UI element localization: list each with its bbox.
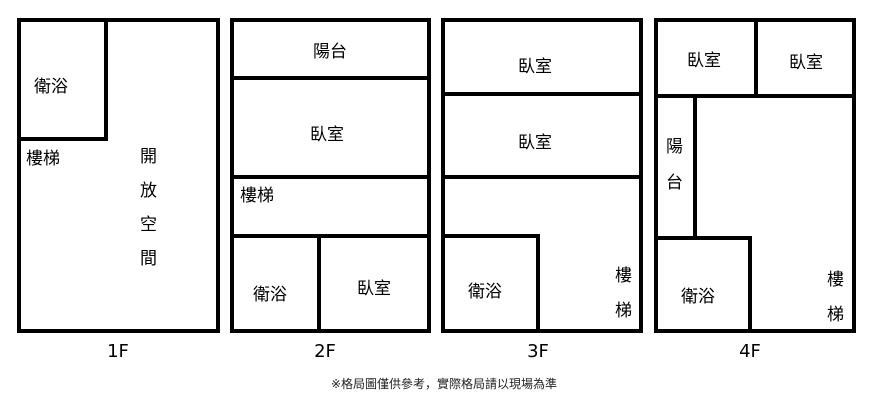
floor-4f-bedroom-a-label: 臥室 <box>687 51 721 71</box>
floor-4f-balcony-char-1: 陽 <box>666 137 683 157</box>
floor-4f-bedroom-b-label: 臥室 <box>789 53 823 73</box>
floor-3f-stairs-char-1: 樓 <box>615 266 632 286</box>
floor-1f-plan: 衛浴 樓梯 開 放 空 間 <box>17 18 220 333</box>
disclaimer-footnote: ※格局圖僅供參考，實際格局請以現場為準 <box>331 376 557 391</box>
floor-4f-plan: 臥室 臥室 陽 台 衛浴 樓 梯 <box>654 18 856 333</box>
floor-2f-label: 2F <box>314 341 336 362</box>
floor-3f-stairs-char-2: 梯 <box>615 301 632 321</box>
floor-1f-open-space-char-2: 放 <box>140 181 157 201</box>
floor-3f-label: 3F <box>527 341 549 362</box>
floor-2f-plan: 陽台 臥室 樓梯 衛浴 臥室 <box>230 18 431 333</box>
floor-4f-label: 4F <box>739 341 761 362</box>
floor-3f-bathroom-label: 衛浴 <box>468 282 502 302</box>
floor-1f-label: 1F <box>107 341 129 362</box>
floor-4f-stairs-char-1: 樓 <box>827 270 844 290</box>
floor-3f-bedroom-b-label: 臥室 <box>518 133 552 153</box>
floor-1f-bathroom-label: 衛浴 <box>34 77 68 97</box>
floor-2f-stairs-label: 樓梯 <box>240 186 274 206</box>
floor-2f-bedroom-b-label: 臥室 <box>357 279 391 299</box>
floor-3f-plan: 臥室 臥室 衛浴 樓 梯 <box>441 18 643 333</box>
floor-4f-bathroom-wall <box>656 236 752 331</box>
floor-2f-balcony-label: 陽台 <box>313 42 347 62</box>
floor-1f-open-space-char-1: 開 <box>140 147 157 167</box>
floor-2f-bedroom-a-label: 臥室 <box>310 125 344 145</box>
floor-3f-bedroom-a-label: 臥室 <box>518 57 552 77</box>
floor-2f-bathroom-label: 衛浴 <box>253 285 287 305</box>
floor-4f-bathroom-label: 衛浴 <box>681 287 715 307</box>
floor-1f-stairs-label: 樓梯 <box>26 149 60 169</box>
floor-4f-stairs-char-2: 梯 <box>827 305 844 325</box>
floor-1f-outline <box>17 18 220 333</box>
floor-3f-bathroom-wall <box>443 234 540 331</box>
floor-4f-balcony-char-2: 台 <box>666 173 683 193</box>
floor-1f-open-space-char-3: 空 <box>140 215 157 235</box>
floor-1f-open-space-char-4: 間 <box>140 249 157 269</box>
floor-1f-bathroom-wall <box>19 20 108 141</box>
